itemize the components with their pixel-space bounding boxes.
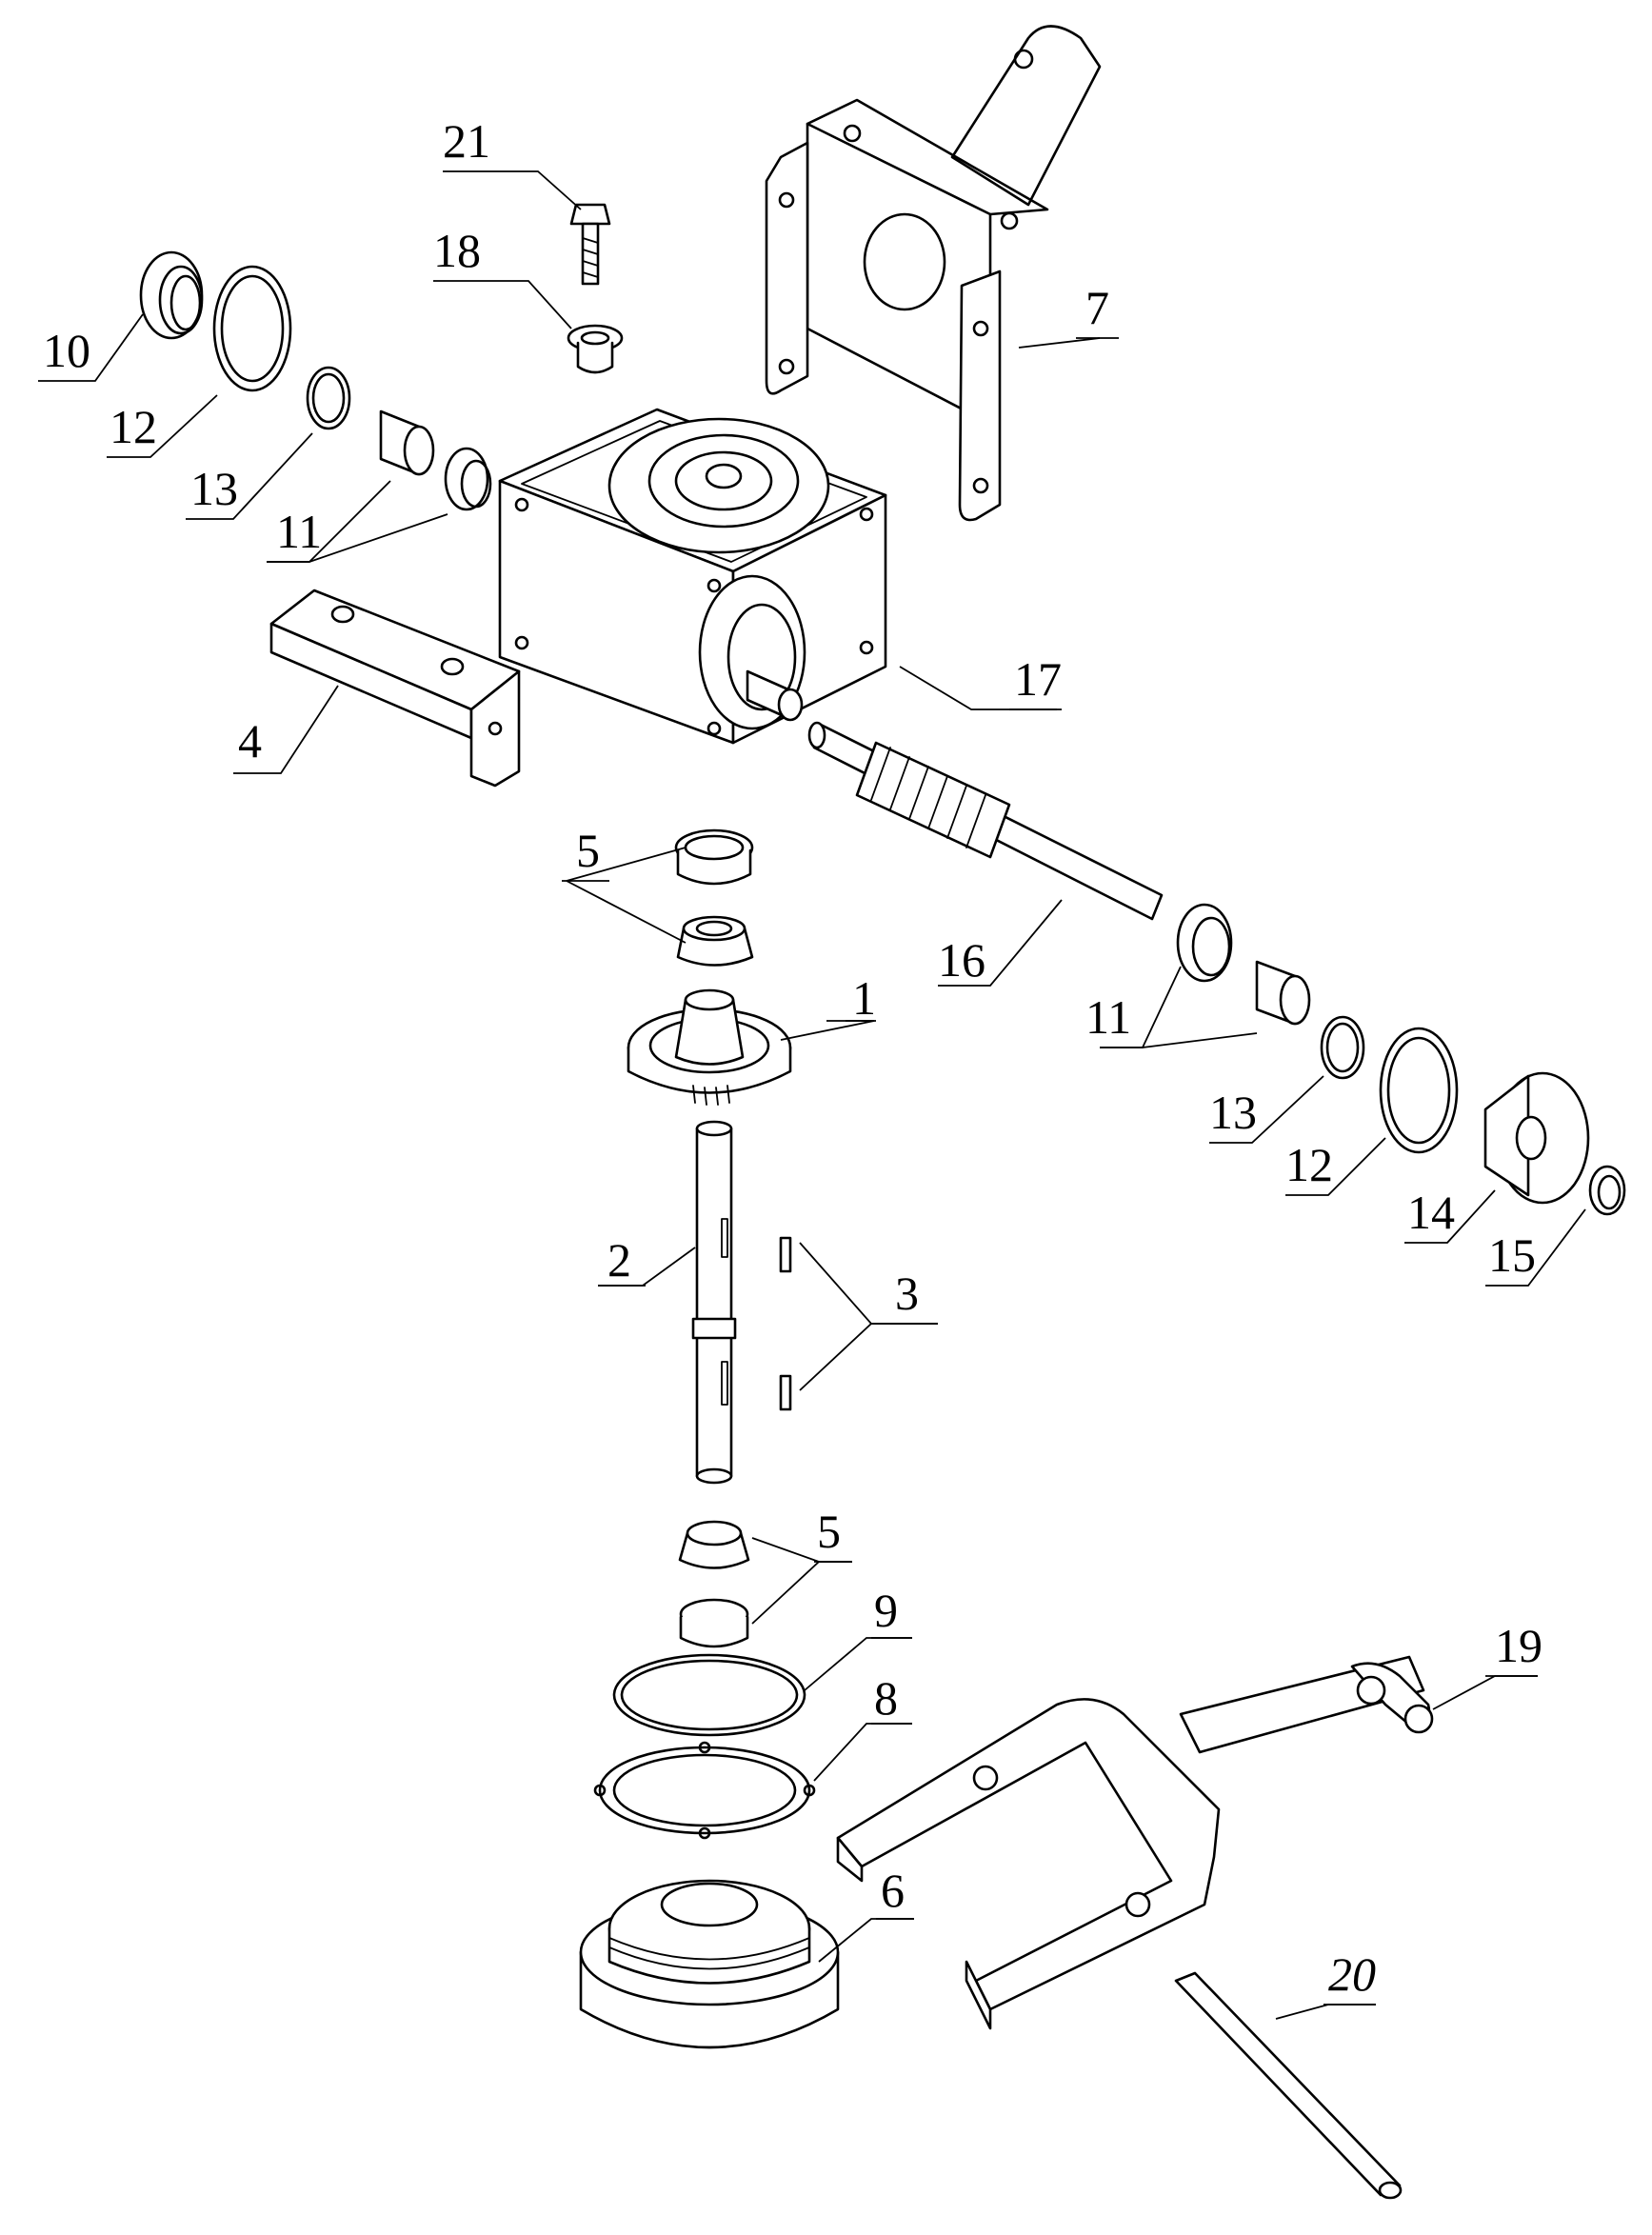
label-3: 3 xyxy=(895,1267,919,1320)
label-6: 6 xyxy=(881,1864,905,1917)
label-11-right: 11 xyxy=(1085,990,1131,1044)
label-16: 16 xyxy=(938,933,985,987)
left-roller-bearing xyxy=(444,447,492,511)
label-12-right: 12 xyxy=(1285,1138,1333,1191)
angle-bracket xyxy=(269,589,521,788)
label-8: 8 xyxy=(874,1671,898,1725)
left-bearing-cup xyxy=(379,409,435,476)
left-seal-ring xyxy=(306,366,351,430)
pin-rod xyxy=(1174,1971,1403,2200)
worm-shaft xyxy=(807,721,1164,921)
output-shaft xyxy=(691,1120,737,1485)
label-underlines xyxy=(562,337,1538,2006)
base-housing xyxy=(579,1879,840,2049)
end-seal xyxy=(1588,1165,1626,1216)
left-end-cap xyxy=(139,250,204,340)
label-19: 19 xyxy=(1495,1619,1543,1672)
label-18: 18 xyxy=(433,224,481,277)
upper-tapered-bearing xyxy=(676,915,754,967)
label-13-right: 13 xyxy=(1209,1086,1257,1139)
label-1: 1 xyxy=(852,971,876,1025)
label-10: 10 xyxy=(43,324,90,377)
label-13-left: 13 xyxy=(190,462,238,515)
label-12-left: 12 xyxy=(109,400,157,453)
right-roller-bearing xyxy=(1176,903,1233,983)
label-15: 15 xyxy=(1488,1228,1536,1282)
label-21: 21 xyxy=(443,114,490,168)
right-seal-ring xyxy=(1320,1015,1365,1080)
lower-bearing-cup xyxy=(679,1598,749,1648)
keys xyxy=(779,1236,792,1411)
label-2: 2 xyxy=(607,1233,631,1287)
mounting-bracket xyxy=(765,25,1102,522)
label-5-bottom: 5 xyxy=(817,1505,841,1558)
label-11-left: 11 xyxy=(276,505,322,558)
label-5-top: 5 xyxy=(576,824,600,877)
fork-lever xyxy=(836,1655,1434,2030)
upper-bearing-cup xyxy=(674,828,754,886)
bolt xyxy=(569,203,611,286)
right-gasket xyxy=(1379,1027,1459,1154)
bushing xyxy=(567,324,624,374)
label-14: 14 xyxy=(1407,1186,1455,1239)
part-labels: 21 18 7 10 12 13 11 17 4 5 1 16 11 13 12… xyxy=(43,114,1543,2001)
lower-tapered-bearing xyxy=(678,1520,750,1569)
base-gasket xyxy=(593,1741,816,1840)
leader-lines xyxy=(38,170,1586,2020)
gearbox-housing xyxy=(498,408,887,745)
worm-gear-wheel xyxy=(627,988,792,1106)
label-17: 17 xyxy=(1014,652,1062,706)
label-9: 9 xyxy=(874,1584,898,1637)
right-bearing-cup xyxy=(1255,960,1311,1026)
label-20: 20 xyxy=(1328,1947,1376,2001)
flange-cover xyxy=(1483,1071,1590,1205)
label-7: 7 xyxy=(1085,281,1109,334)
o-ring xyxy=(612,1653,806,1737)
label-4: 4 xyxy=(238,714,262,768)
left-gasket xyxy=(212,265,292,392)
